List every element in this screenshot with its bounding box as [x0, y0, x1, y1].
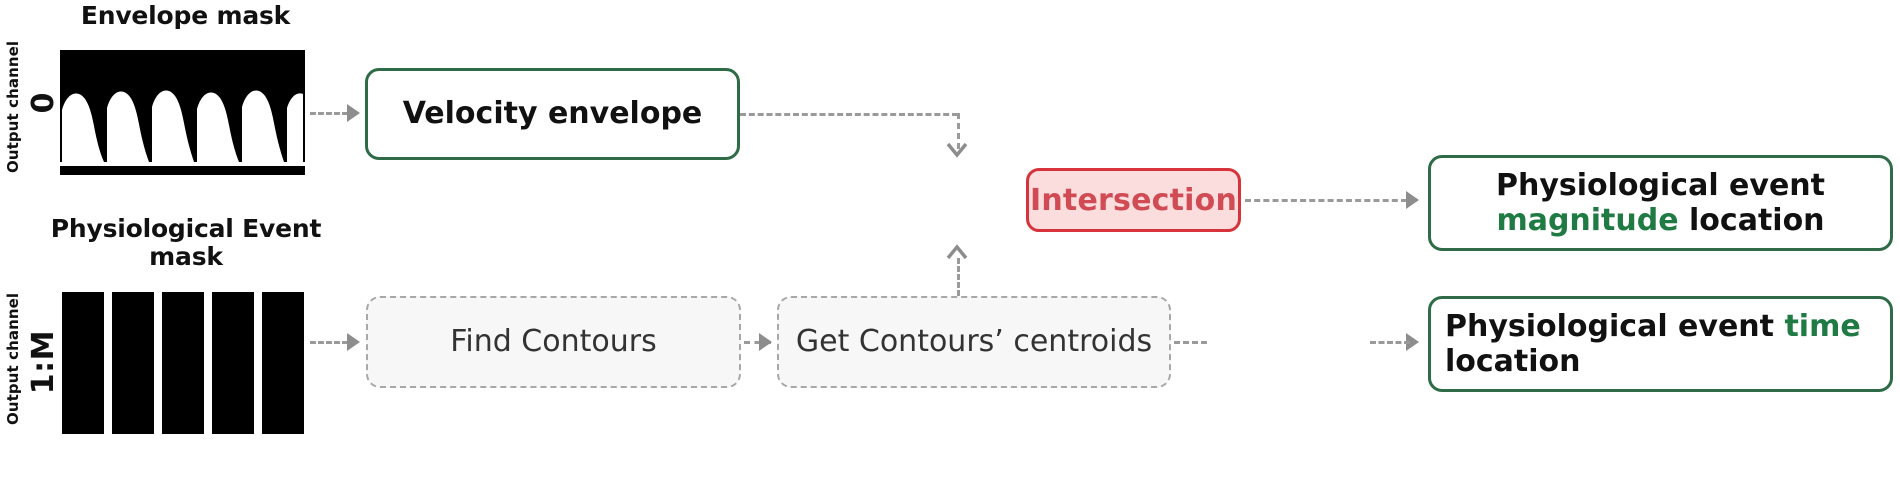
event-bar: [162, 292, 204, 434]
edge-eventmask-to-findcontours: [310, 341, 348, 344]
event-bar: [112, 292, 154, 434]
envelope-mask-image: [60, 50, 305, 175]
edge-velocity-to-intersection-horizontal: [740, 113, 958, 116]
edge-centroids-to-time-2: [1370, 341, 1410, 344]
envelope-axis-value: 0: [26, 92, 61, 114]
node-intersection[interactable]: Intersection: [1026, 168, 1241, 232]
node-find-contours-label: Find Contours: [450, 324, 657, 359]
envelope-axis-label: Output channel: [4, 40, 22, 173]
event-mask-image: [62, 292, 304, 434]
event-bar: [62, 292, 104, 434]
envelope-mask-title: Envelope mask: [80, 1, 291, 30]
node-time-output[interactable]: Physiological event time location: [1428, 296, 1893, 392]
node-velocity-envelope[interactable]: Velocity envelope: [365, 68, 740, 160]
magnitude-output-green-word: magnitude: [1496, 203, 1679, 238]
edge-centroids-to-intersection-arrow: [946, 244, 968, 260]
time-output-line1-rest: Physiological event: [1445, 308, 1785, 344]
edge-intersection-to-magnitude-arrow: [1406, 191, 1419, 209]
edge-eventmask-to-findcontours-arrow: [347, 333, 360, 351]
edge-velocity-to-intersection-vertical: [957, 113, 960, 149]
edge-centroids-to-intersection-vertical: [957, 258, 960, 296]
event-bar: [212, 292, 254, 434]
edge-findcontours-to-centroids-arrow: [759, 333, 772, 351]
time-output-green-word: time: [1784, 308, 1861, 344]
envelope-mask-waveform: [60, 50, 305, 175]
node-velocity-envelope-label: Velocity envelope: [402, 96, 703, 132]
node-find-contours[interactable]: Find Contours: [366, 296, 741, 388]
time-output-line2: location: [1445, 344, 1581, 379]
event-mask-title: Physiological Event mask: [50, 215, 322, 271]
edge-centroids-to-time: [1174, 341, 1207, 344]
node-intersection-label: Intersection: [1030, 182, 1237, 218]
node-time-output-label: Physiological event time location: [1431, 309, 1890, 380]
edge-envelope-to-velocity-arrow: [347, 104, 360, 122]
edge-findcontours-to-centroids: [744, 341, 771, 344]
edge-centroids-to-time-arrow: [1406, 333, 1419, 351]
event-mask-title-line2: mask: [149, 242, 223, 271]
edge-envelope-to-velocity: [310, 112, 348, 115]
event-mask-title-line1: Physiological Event: [50, 214, 322, 243]
event-axis-label: Output channel: [4, 292, 22, 425]
node-get-centroids[interactable]: Get Contours’ centroids: [777, 296, 1171, 388]
magnitude-output-line1: Physiological event: [1495, 167, 1825, 203]
edge-intersection-to-magnitude: [1245, 199, 1407, 202]
edge-velocity-to-intersection-arrow: [946, 142, 968, 158]
node-magnitude-output[interactable]: Physiological event magnitude location: [1428, 155, 1893, 251]
magnitude-output-line2-rest: location: [1678, 203, 1825, 238]
node-magnitude-output-label: Physiological event magnitude location: [1482, 168, 1839, 239]
event-bar: [262, 292, 304, 434]
node-get-centroids-label: Get Contours’ centroids: [795, 324, 1153, 359]
event-axis-value: 1:M: [26, 330, 61, 395]
